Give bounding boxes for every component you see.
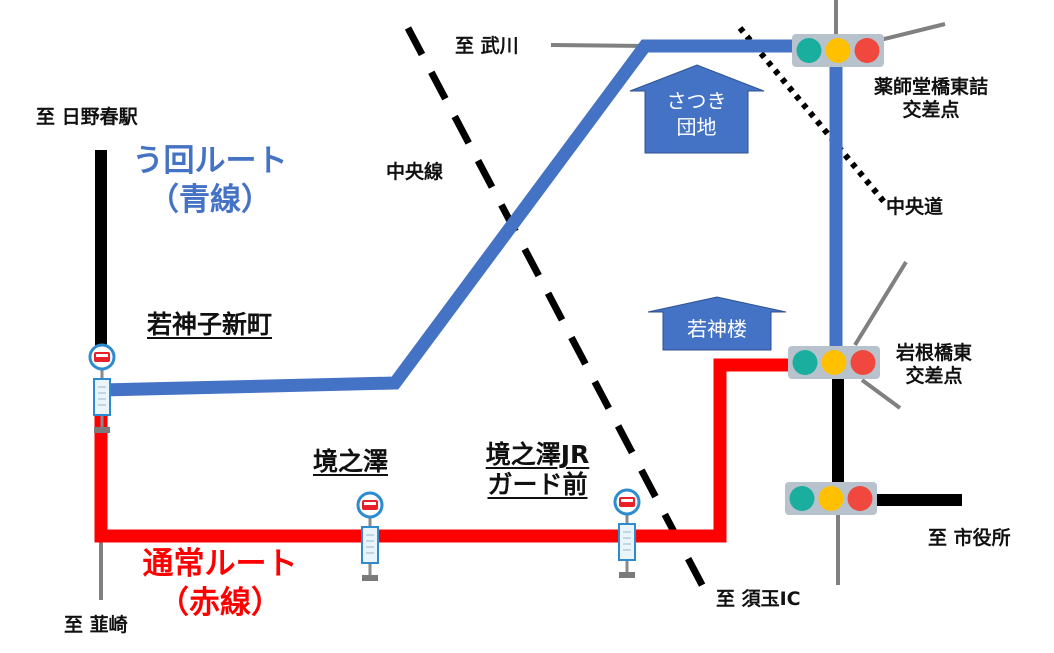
detour-route-color-note: （青線）: [148, 181, 272, 218]
dest-takegawa: 至 武川: [455, 35, 519, 57]
road-northeast: [879, 22, 946, 42]
chuo-line-track: [404, 26, 714, 602]
bus-stop-label-sakainosawa: 境之澤: [313, 447, 389, 476]
building-wakamiro-label: 若神楼: [687, 317, 747, 341]
chuo-expressway-track: [737, 26, 888, 205]
building-satsuki-label: さつき 団地: [645, 88, 748, 140]
bus-stop-label-sakainosawa-jr: 境之澤JR ガード前: [465, 440, 610, 500]
building-satsuki-line2: 団地: [676, 115, 717, 139]
bus-stop-label-wakamiko: 若神子新町: [147, 310, 273, 339]
traffic-signal-yakushido: [792, 34, 884, 67]
normal-route-color-note: （赤線）: [158, 584, 282, 621]
road-takegawa: [550, 43, 651, 48]
building-satsuki: [629, 64, 765, 154]
normal-route-title: 通常ルート: [142, 546, 298, 582]
intersection-iwane: 岩根橋東 交差点: [884, 342, 984, 388]
intersection-iwane-line1: 岩根橋東: [895, 342, 972, 364]
bus-stop-label-sakainosawa-jr-line1: 境之澤JR: [485, 440, 590, 469]
intersection-iwane-line2: 交差点: [905, 364, 963, 387]
dest-sudama-ic: 至 須玉IC: [716, 588, 801, 610]
bus-stop-icon-sakainosawa: [356, 491, 384, 583]
intersection-yakushido: 薬師堂橋東詰 交差点: [856, 76, 1006, 122]
normal-route-legend: 通常ルート （赤線）: [120, 545, 320, 623]
building-satsuki-line1: さつき: [666, 89, 727, 113]
dest-city-hall: 至 市役所: [928, 527, 1011, 549]
detour-route-title: う回ルート: [132, 143, 288, 179]
normal-route-line: [94, 358, 800, 543]
intersection-yakushido-line2: 交差点: [902, 98, 960, 121]
traffic-signal-cityhall: [785, 482, 877, 515]
detour-route-legend: う回ルート （青線）: [110, 142, 310, 220]
building-wakamiro: [647, 296, 787, 351]
road-iwane-ne: [853, 260, 908, 347]
bus-stop-icon-sakainosawa-jr: [613, 488, 641, 580]
bus-stop-label-sakainosawa-jr-line2: ガード前: [487, 470, 588, 499]
chuo-line-label: 中央線: [386, 161, 444, 183]
traffic-signal-iwane: [788, 346, 880, 379]
dest-nirasaki: 至 韮崎: [64, 614, 128, 636]
road-iwane-se: [860, 378, 902, 410]
dest-hino-station: 至 日野春駅: [36, 106, 138, 128]
bus-stop-icon-wakamiko: [88, 343, 116, 435]
intersection-yakushido-line1: 薬師堂橋東詰: [873, 76, 988, 98]
chuo-expressway-label: 中央道: [886, 196, 944, 218]
detour-route-line: [100, 39, 843, 397]
